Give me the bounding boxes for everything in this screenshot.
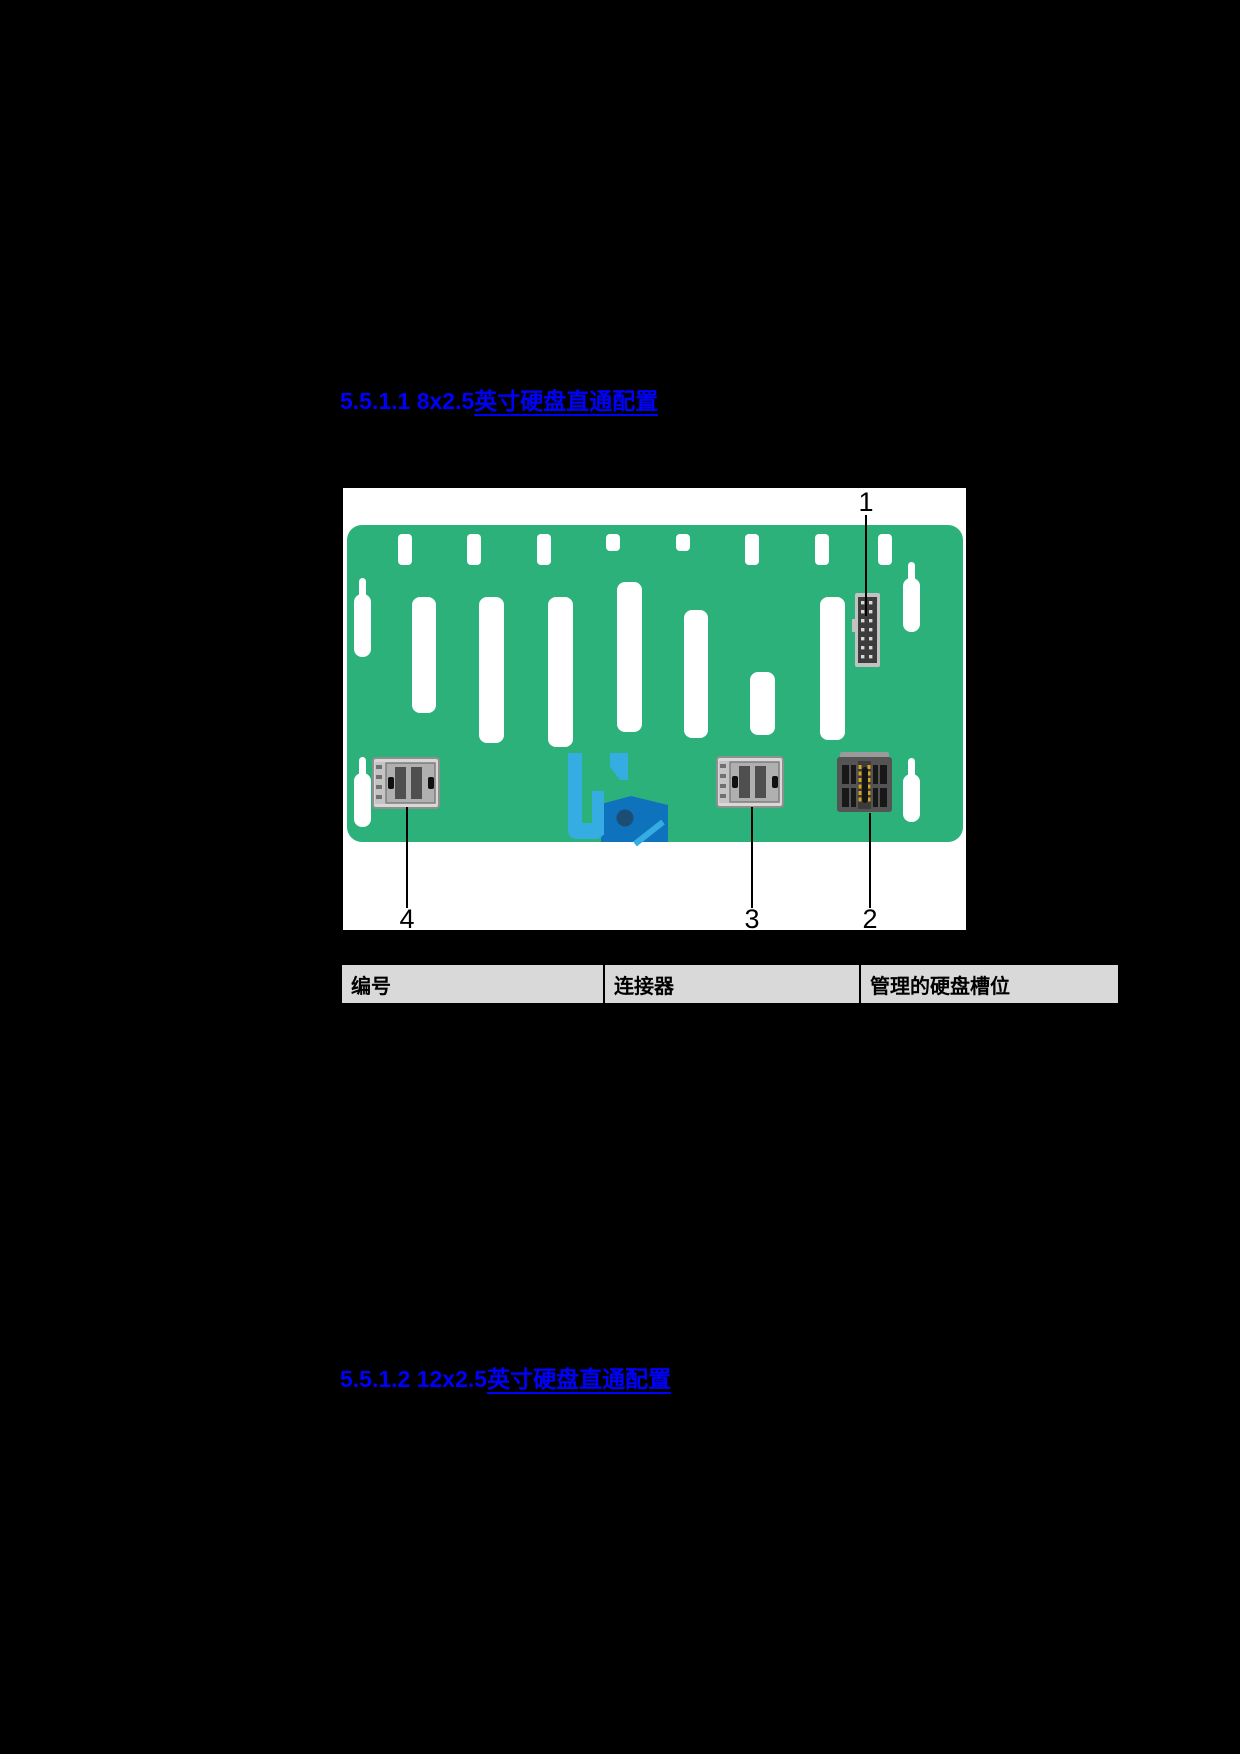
heading-link-8x25[interactable]: 英寸硬盘直通配置: [474, 388, 659, 416]
top-slot-cutouts: [398, 534, 892, 565]
cable-holder: [568, 753, 668, 847]
section-heading-8x25: 5.5.1.1 8x2.5英寸硬盘直通配置: [340, 388, 659, 416]
heading-link-12x25[interactable]: 英寸硬盘直通配置: [487, 1366, 672, 1394]
table-header-number: 编号: [340, 963, 605, 1005]
connector-1-pin-header: [852, 593, 880, 667]
callout-label-4: 4: [399, 904, 414, 930]
callout-label-3: 3: [744, 904, 759, 930]
callout-lines: [406, 515, 871, 908]
table-header-row: 编号 连接器 管理的硬盘槽位: [340, 963, 1120, 1005]
connector-2-power: [837, 752, 892, 812]
mounting-hole-cutouts: [354, 562, 920, 827]
backplane-diagram: 1 4 3 2: [347, 487, 963, 934]
table-header-slots: 管理的硬盘槽位: [859, 963, 1120, 1005]
connector-4-minisas: [372, 757, 440, 809]
connector-mapping-table: 编号 连接器 管理的硬盘槽位: [340, 963, 1120, 1005]
backplane-figure: 1 4 3 2: [343, 487, 966, 934]
heading-number: 5.5.1.2 12x2.5: [340, 1366, 488, 1392]
connector-3-minisas: [716, 756, 784, 808]
heading-number: 5.5.1.1 8x2.5: [340, 388, 475, 414]
callout-label-1: 1: [858, 488, 873, 517]
drive-bay-cutouts: [412, 582, 845, 747]
section-heading-12x25: 5.5.1.2 12x2.5英寸硬盘直通配置: [340, 1366, 672, 1394]
table-header-connector: 连接器: [603, 963, 861, 1005]
backplane-board: [347, 525, 963, 842]
callout-label-2: 2: [862, 904, 877, 930]
